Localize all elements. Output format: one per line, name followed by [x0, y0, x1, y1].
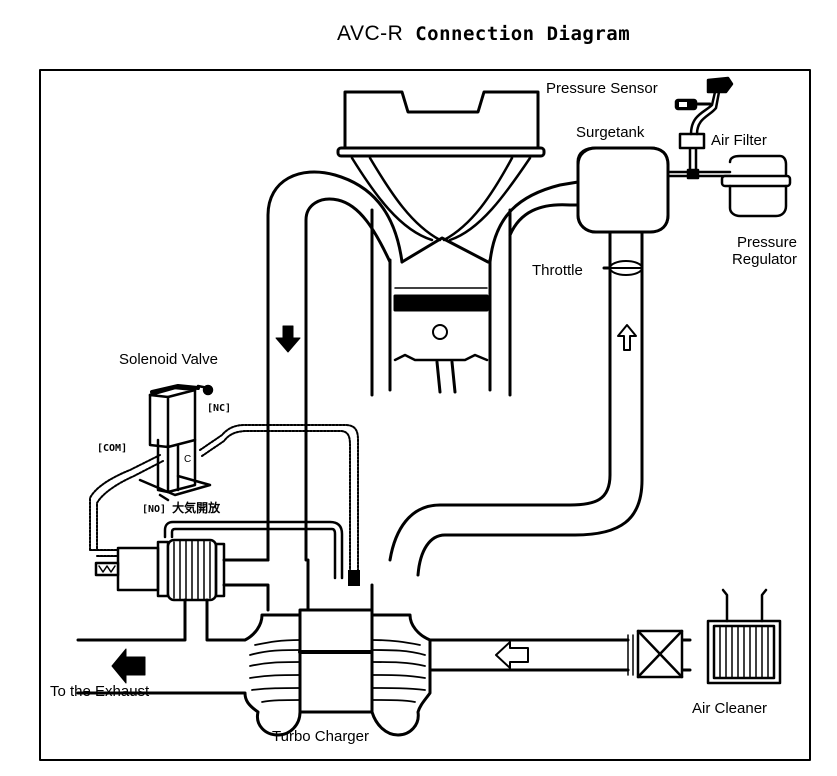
label-surgetank: Surgetank: [576, 124, 645, 141]
label-port-com: [COM]: [97, 443, 128, 454]
wastegate-actuator: [94, 520, 344, 602]
engine-head: [336, 90, 546, 158]
exhaust-flow-down-arrow: [275, 325, 301, 353]
label-to-exhaust: To the Exhaust: [50, 683, 150, 700]
surgetank: [576, 146, 670, 234]
exhaust-manifold: [266, 170, 404, 562]
pressure-regulator: [720, 154, 792, 218]
solenoid-valve: C: [138, 384, 214, 502]
boost-reference-line: [666, 146, 732, 180]
label-turbo-charger: Turbo Charger: [272, 728, 369, 745]
label-pressure-regulator-line1: Pressure: [736, 234, 797, 251]
label-port-no-code: [NO]: [142, 504, 167, 515]
label-pressure-regulator-line2: Regulator: [731, 251, 797, 269]
actuator-fins: [173, 540, 211, 600]
engine-cylinder: [370, 208, 512, 397]
title-rest: Connection Diagram: [415, 23, 631, 45]
air-filter: [678, 132, 706, 150]
title-prefix: AVC-R: [337, 22, 404, 45]
valve-marking: C: [184, 454, 191, 465]
label-solenoid-valve: Solenoid Valve: [119, 351, 218, 368]
label-air-filter: Air Filter: [711, 132, 767, 149]
throttle-pipe: [388, 230, 644, 577]
diagram-frame: [39, 69, 811, 761]
label-port-nc: [NC]: [207, 403, 232, 414]
pressure-sensor: [674, 76, 734, 136]
label-port-no: [NO] 大気開放: [142, 501, 221, 516]
label-pressure-regulator: Pressure Regulator: [713, 234, 797, 269]
label-air-cleaner: Air Cleaner: [692, 700, 768, 717]
boost-tap: [348, 570, 360, 586]
exhaust-out-arrow: [111, 648, 146, 684]
throttle-plate: [602, 260, 643, 276]
engine-ports: [350, 156, 532, 264]
label-pressure-sensor: Pressure Sensor: [546, 80, 658, 97]
nc-hose: [199, 424, 359, 576]
piston-pin: [432, 324, 448, 340]
com-hose: [89, 454, 164, 557]
label-throttle: Throttle: [532, 262, 583, 279]
intake-flow-left-arrow: [495, 641, 529, 669]
exhaust-pipes: [76, 558, 270, 695]
intake-flow-up-arrow: [617, 324, 637, 351]
diagram-title: AVC-R Connection Diagram: [337, 22, 630, 46]
label-port-no-note: 大気開放: [172, 501, 221, 515]
air-cleaner: [706, 588, 782, 685]
airflow-meter: [636, 629, 684, 679]
turbo-charger: [243, 558, 432, 737]
